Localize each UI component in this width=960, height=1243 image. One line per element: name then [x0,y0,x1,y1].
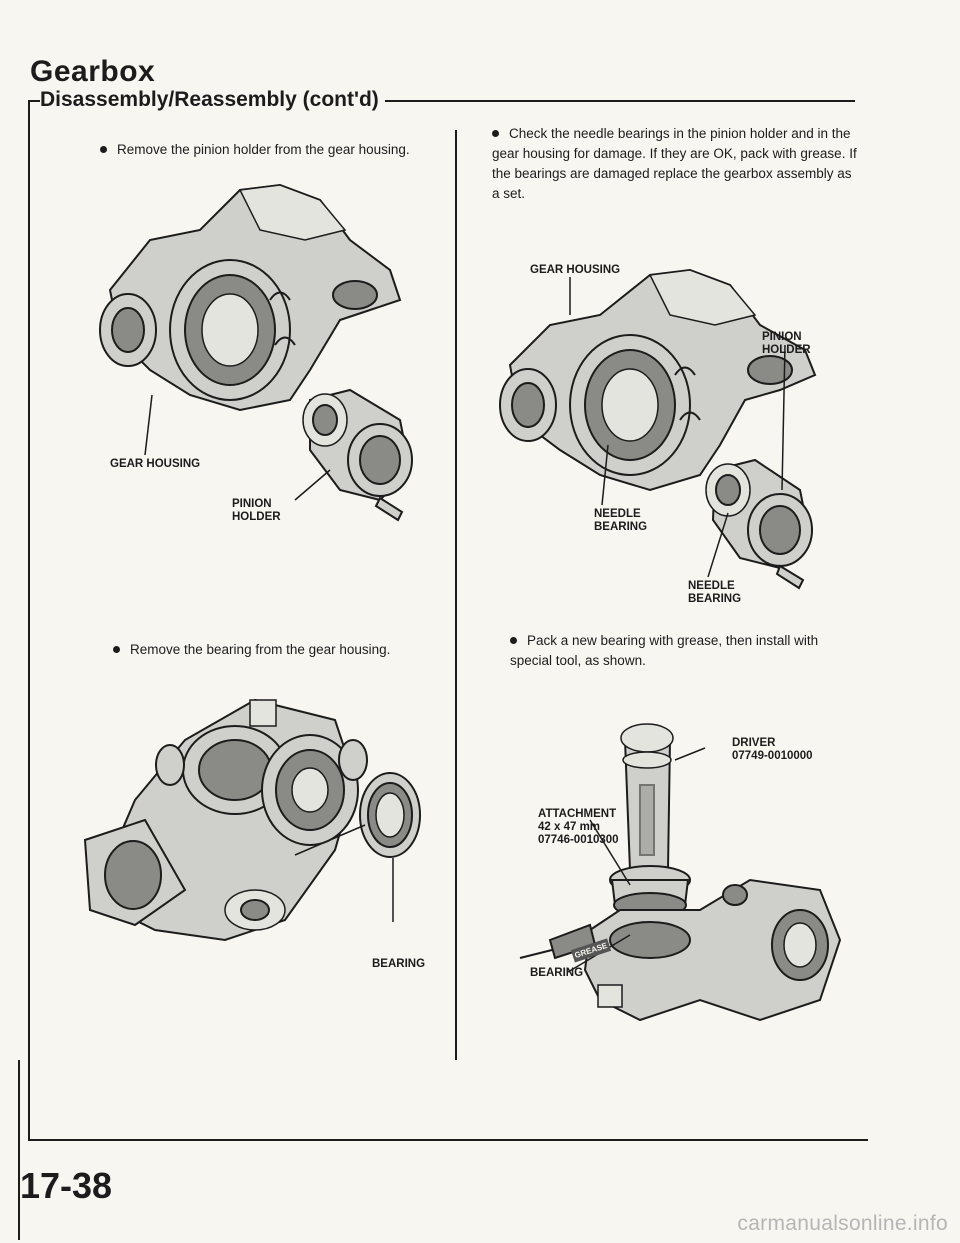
label-needle-bearing-1: NEEDLE BEARING [594,508,648,533]
label-gear-housing-1: GEAR HOUSING [110,458,201,470]
step-check-needle-bearings: Check the needle bearings in the pinion … [492,124,862,204]
section-subtitle: Disassembly/Reassembly (cont'd) [40,88,385,112]
label-attachment: ATTACHMENT 42 x 47 mm 07746-0010300 [538,808,619,846]
label-gear-housing-2: GEAR HOUSING [530,264,621,276]
left-border-line [28,100,30,1140]
label-driver: DRIVER 07749-0010000 [732,737,813,762]
label-pinion-holder-2: PINION HOLDER [762,331,811,356]
gear-housing-illustration-1 [99,183,413,522]
step-pack-new-bearing: Pack a new bearing with grease, then ins… [510,631,850,671]
bottom-rule [28,1139,868,1141]
driver-attachment-illustration [519,723,842,1022]
step-remove-pinion-holder: Remove the pinion holder from the gear h… [100,140,430,160]
gear-housing-illustration-2 [83,698,421,942]
label-needle-bearing-2: NEEDLE BEARING [688,580,742,605]
column-divider [455,130,457,1060]
title-rule-corner [28,100,40,102]
label-pinion-holder-1: PINION HOLDER [232,498,281,523]
label-bearing-1: BEARING [372,958,426,970]
page-number: 17-38 [20,1165,113,1206]
watermark: carmanualsonline.info [737,1212,948,1235]
label-bearing-2: BEARING [530,967,584,979]
gear-housing-illustration-3 [499,268,817,590]
step-remove-bearing: Remove the bearing from the gear housing… [113,640,443,660]
title-rule-horizontal [280,100,855,102]
left-margin-line [18,1060,20,1240]
page-title: Gearbox [30,55,156,88]
